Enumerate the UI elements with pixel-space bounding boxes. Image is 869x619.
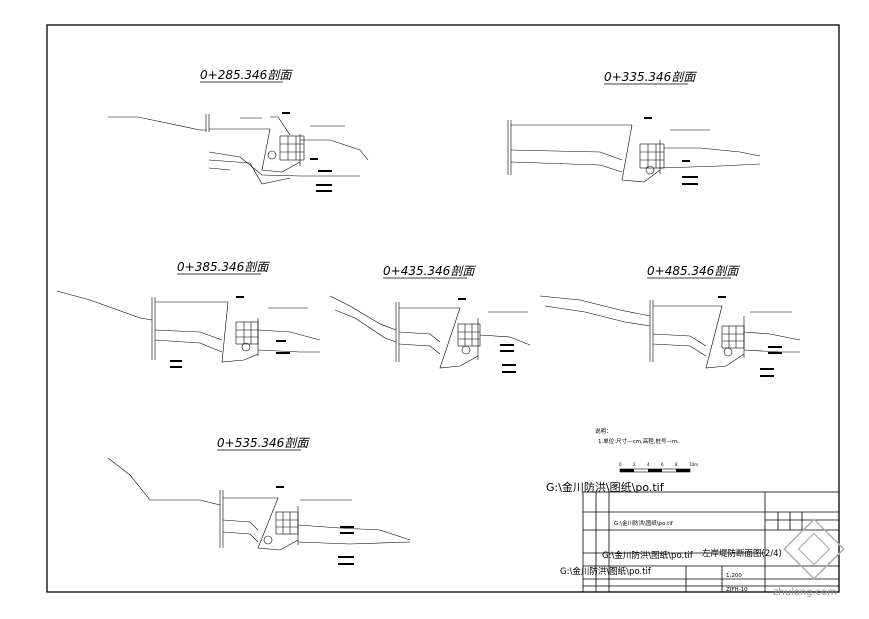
cross-section-drawing xyxy=(108,114,369,185)
notes-line-1: 1.单位:尺寸—cm,高程,桩号—m。 xyxy=(598,437,683,445)
sheet-border xyxy=(46,24,840,593)
section-title: 0+285.346剖面 xyxy=(200,68,293,82)
svg-text:2: 2 xyxy=(633,462,636,467)
title-block-path-bottom: G:\金川防洪\图纸\po.tif xyxy=(560,566,652,577)
svg-text:8: 8 xyxy=(675,462,678,467)
drawing-number: ZJFH-10 xyxy=(726,587,748,593)
cross-section-drawing xyxy=(539,295,801,369)
section-title: 0+535.346剖面 xyxy=(217,436,310,450)
svg-text:10m: 10m xyxy=(689,462,698,467)
drawing-scale: 1:200 xyxy=(726,573,742,579)
svg-text:4: 4 xyxy=(647,462,650,467)
section-0-535: 0+535.346剖面 xyxy=(107,436,411,565)
section-0-435: 0+435.346剖面 xyxy=(329,264,531,373)
title-block xyxy=(582,491,840,593)
section-title: 0+485.346剖面 xyxy=(647,264,740,278)
cross-section-drawing xyxy=(56,290,321,363)
title-block-path-mid: G:\金川防洪\图纸\po.tif xyxy=(602,550,694,561)
section-0-485: 0+485.346剖面 xyxy=(539,264,801,377)
cross-section-drawing xyxy=(329,295,531,369)
watermark-text: zhulong.com xyxy=(773,587,837,598)
svg-text:0: 0 xyxy=(619,462,622,467)
file-path-label: G:\金川防洪\图纸\po.tif xyxy=(546,480,665,494)
drawing-title: 左岸堤防断面图(2/4) xyxy=(702,548,782,559)
scale-bar: 0 2 4 6 8 10m xyxy=(619,462,698,473)
cross-section-drawing xyxy=(507,120,761,183)
section-title: 0+335.346剖面 xyxy=(604,70,697,84)
section-0-335: 0+335.346剖面 xyxy=(507,70,761,185)
notes: 说明： 1.单位:尺寸—cm,高程,桩号—m。 xyxy=(595,427,683,445)
notes-header: 说明： xyxy=(595,427,612,435)
section-0-385: 0+385.346剖面 xyxy=(56,260,321,368)
zhulong-logo xyxy=(783,518,845,580)
section-0-285: 0+285.346剖面 xyxy=(108,68,369,192)
title-block-path-small: G:\金川防洪\图纸\po.tif xyxy=(614,519,674,527)
cross-section-drawing xyxy=(107,457,411,551)
svg-text:6: 6 xyxy=(661,462,664,467)
section-title: 0+385.346剖面 xyxy=(177,260,270,274)
section-title: 0+435.346剖面 xyxy=(383,264,476,278)
